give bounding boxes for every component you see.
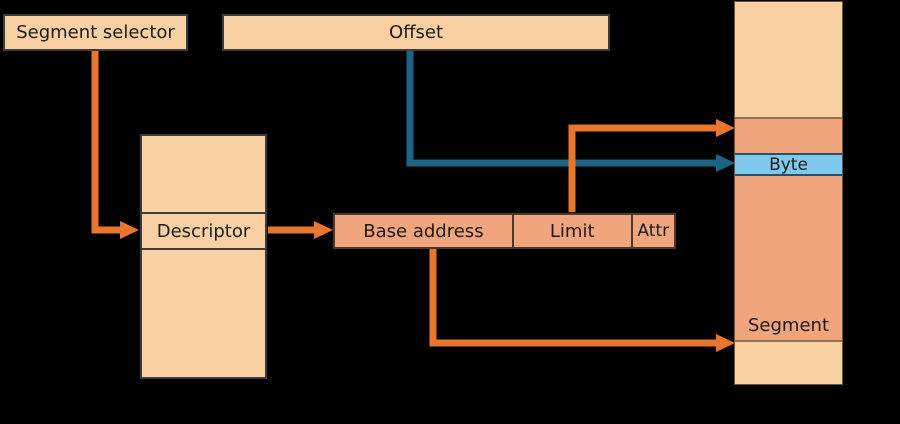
attr-cell: Attr: [630, 215, 675, 247]
byte-label: Byte: [769, 154, 808, 175]
base-address-cell: Base address: [335, 215, 512, 247]
selector-to-descriptor-arrow: [91, 51, 139, 239]
byte-row: Byte: [735, 153, 842, 176]
limit-label: Limit: [549, 220, 595, 242]
descriptor-entry: Base address Limit Attr: [333, 213, 676, 249]
segment-selector-box: Segment selector: [3, 14, 188, 51]
descriptor-table: Descriptor: [140, 134, 267, 379]
base-to-segment-bottom-arrowhead: [716, 334, 735, 352]
limit-cell: Limit: [511, 215, 631, 247]
segment-label: Segment: [748, 315, 829, 336]
segment-upper-part: [735, 119, 842, 153]
limit-to-segment-top-arrow-line: [568, 124, 719, 212]
selector-to-descriptor-arrowhead: [120, 221, 139, 239]
offset-to-byte-arrow: [406, 51, 735, 172]
descriptor-to-entry-arrow: [268, 221, 333, 239]
base-address-label: Base address: [363, 220, 484, 242]
descriptor-to-entry-arrowhead: [314, 221, 333, 239]
base-to-segment-bottom-arrow-line: [429, 249, 719, 347]
memory-free-top: [735, 2, 842, 119]
segment-lower-part: Segment: [735, 176, 842, 342]
selector-to-descriptor-arrow-line: [91, 51, 121, 234]
limit-to-segment-top-arrowhead: [716, 119, 735, 137]
offset-to-byte-arrowhead: [716, 154, 735, 172]
attr-label: Attr: [637, 221, 670, 241]
descriptor-label: Descriptor: [156, 220, 251, 242]
memory-column: Byte Segment: [734, 1, 843, 385]
offset-label: Offset: [388, 22, 444, 43]
offset-to-byte-arrow-line: [406, 51, 719, 167]
memory-free-bottom: [735, 342, 842, 384]
descriptor-row: Descriptor: [140, 212, 267, 250]
offset-box: Offset: [222, 14, 610, 51]
base-to-segment-bottom-arrow: [429, 249, 735, 352]
segment-selector-label: Segment selector: [16, 22, 175, 43]
limit-to-segment-top-arrow: [568, 119, 735, 212]
